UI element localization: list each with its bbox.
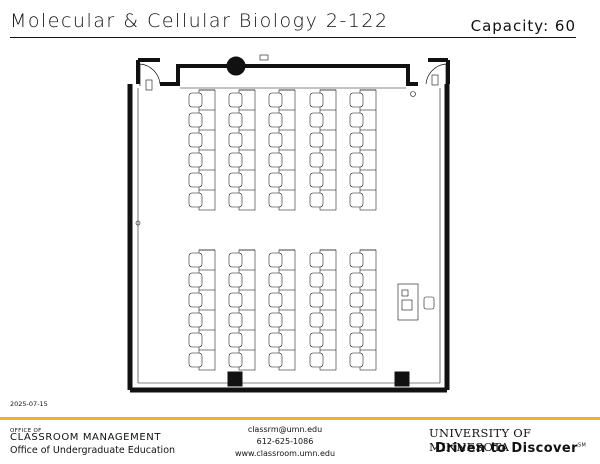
front-seating-block bbox=[188, 89, 377, 211]
footer-accent-rule bbox=[0, 417, 600, 420]
seat bbox=[309, 252, 324, 268]
office-name: CLASSROOM MANAGEMENT bbox=[10, 432, 162, 443]
door-left-swing bbox=[139, 63, 161, 86]
floor-plan bbox=[127, 54, 450, 393]
seat bbox=[228, 312, 243, 328]
seat bbox=[268, 352, 283, 368]
room-title: Molecular & Cellular Biology 2-122 bbox=[10, 10, 389, 32]
seat bbox=[349, 152, 364, 168]
seat bbox=[309, 192, 324, 208]
seat bbox=[228, 172, 243, 188]
seat bbox=[309, 172, 324, 188]
seat bbox=[268, 172, 283, 188]
column-bottom-left bbox=[227, 371, 243, 387]
header-divider bbox=[10, 37, 576, 38]
seat bbox=[349, 272, 364, 288]
service-mark: SM bbox=[577, 442, 587, 449]
seat bbox=[268, 132, 283, 148]
tagline-text: Driven to Discover bbox=[435, 441, 578, 456]
seat bbox=[268, 332, 283, 348]
seat bbox=[349, 172, 364, 188]
university-tagline: Driven to DiscoverSM bbox=[435, 441, 586, 456]
seat bbox=[309, 292, 324, 308]
podium-monitor bbox=[401, 299, 413, 311]
seat bbox=[228, 152, 243, 168]
seat bbox=[188, 152, 203, 168]
seat bbox=[188, 332, 203, 348]
plan-date: 2025-07-15 bbox=[10, 400, 48, 408]
instructor-chair bbox=[423, 296, 435, 310]
seat bbox=[188, 192, 203, 208]
seat bbox=[349, 252, 364, 268]
seat bbox=[309, 112, 324, 128]
seat bbox=[188, 312, 203, 328]
seat bbox=[188, 352, 203, 368]
seat bbox=[349, 192, 364, 208]
speaker-marker bbox=[259, 54, 269, 61]
outlet-marker bbox=[135, 220, 141, 226]
contact-email[interactable]: classrm@umn.edu bbox=[247, 425, 323, 434]
seat bbox=[188, 112, 203, 128]
instructor-station bbox=[397, 283, 435, 321]
seat bbox=[188, 132, 203, 148]
seat bbox=[349, 332, 364, 348]
seat bbox=[309, 352, 324, 368]
seat bbox=[309, 152, 324, 168]
contact-website[interactable]: www.classroom.umn.edu bbox=[234, 449, 336, 458]
seat bbox=[188, 272, 203, 288]
podium-panel bbox=[401, 289, 409, 297]
footer: OFFICE OF CLASSROOM MANAGEMENT Office of… bbox=[0, 420, 600, 464]
contact-block: classrm@umn.edu 612-625-1086 www.classro… bbox=[230, 424, 340, 460]
seat bbox=[349, 352, 364, 368]
seat bbox=[228, 292, 243, 308]
seat bbox=[349, 312, 364, 328]
seat bbox=[309, 92, 324, 108]
wall-switch-right bbox=[431, 74, 439, 86]
seat bbox=[349, 92, 364, 108]
seat bbox=[228, 92, 243, 108]
seat bbox=[349, 132, 364, 148]
office-prefix: OFFICE OF bbox=[10, 428, 42, 434]
seat bbox=[268, 152, 283, 168]
seat bbox=[268, 92, 283, 108]
seat bbox=[188, 252, 203, 268]
column-bottom-right bbox=[394, 371, 410, 387]
seat bbox=[309, 312, 324, 328]
seat bbox=[309, 132, 324, 148]
seat bbox=[188, 292, 203, 308]
column-top bbox=[226, 56, 246, 76]
seat bbox=[188, 172, 203, 188]
seat bbox=[228, 332, 243, 348]
office-subtitle: Office of Undergraduate Education bbox=[10, 445, 176, 456]
seat bbox=[228, 192, 243, 208]
seat bbox=[268, 312, 283, 328]
seat bbox=[349, 292, 364, 308]
seat bbox=[228, 252, 243, 268]
rear-seating-block bbox=[188, 249, 377, 371]
wall-top-segment bbox=[244, 64, 418, 86]
contact-phone: 612-625-1086 bbox=[256, 437, 314, 446]
seat bbox=[228, 132, 243, 148]
outlet-marker bbox=[410, 91, 416, 97]
seat bbox=[268, 272, 283, 288]
seat bbox=[228, 112, 243, 128]
seat bbox=[268, 192, 283, 208]
seat bbox=[309, 272, 324, 288]
wall-switch-left bbox=[145, 79, 153, 91]
seat bbox=[309, 332, 324, 348]
door-right-swing bbox=[425, 63, 447, 86]
seat bbox=[188, 92, 203, 108]
seat bbox=[228, 352, 243, 368]
university-wordmark: UNIVERSITY OF MINNESOTA bbox=[429, 426, 532, 454]
seat bbox=[268, 112, 283, 128]
wall-top-segment bbox=[160, 64, 228, 86]
seat bbox=[349, 112, 364, 128]
seat bbox=[268, 292, 283, 308]
seat bbox=[268, 252, 283, 268]
seat bbox=[228, 272, 243, 288]
capacity-label: Capacity: 60 bbox=[470, 17, 576, 35]
